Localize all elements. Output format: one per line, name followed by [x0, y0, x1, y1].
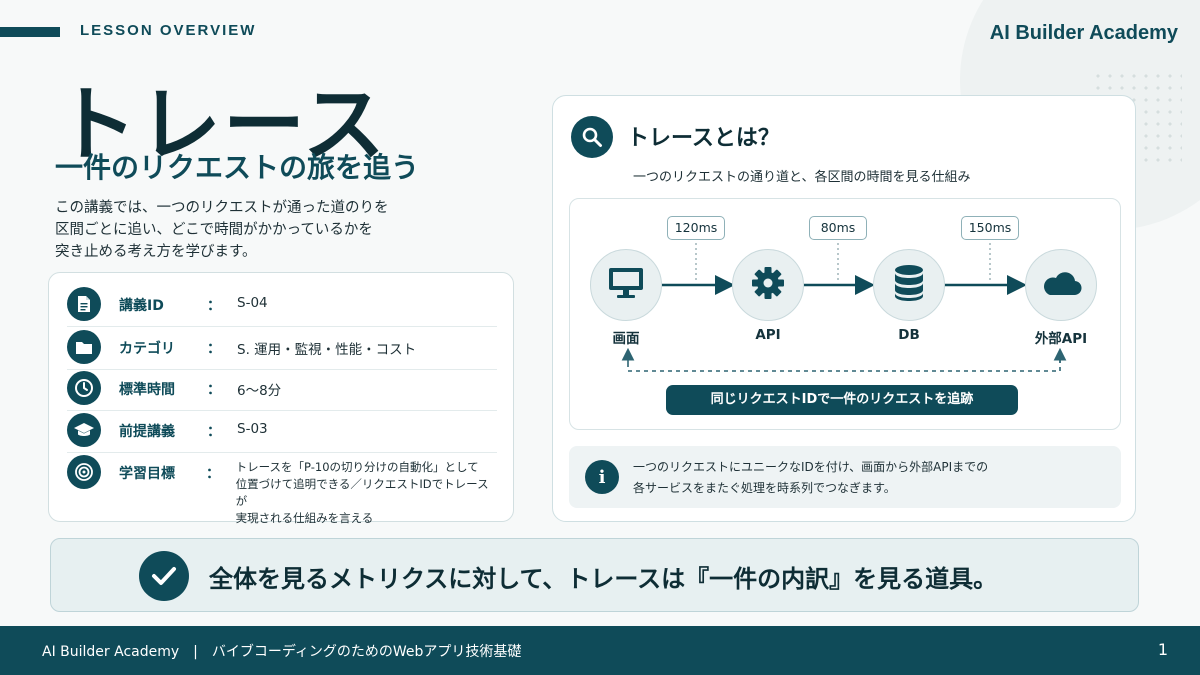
folder-icon — [67, 330, 101, 364]
checkmark-icon — [139, 551, 189, 601]
info-label: 前提講義 — [119, 424, 175, 440]
info-label: 標準時間 — [119, 382, 175, 398]
info-value: S-04 — [237, 295, 268, 311]
info-icon: i — [585, 460, 619, 494]
timing-badge: 120ms — [667, 216, 725, 240]
gear-icon — [750, 265, 786, 305]
document-icon — [67, 287, 101, 321]
info-value: 6〜8分 — [237, 383, 282, 399]
info-row-lesson-id: 講義ID ： S-04 — [67, 287, 497, 327]
node-external-api — [1025, 249, 1097, 321]
node-api — [732, 249, 804, 321]
info-row-objective: 学習目標 ： トレースを「P-10の切り分けの自動化」として 位置づけて追明でき… — [67, 455, 497, 525]
info-colon: ： — [207, 341, 221, 357]
panel-title: トレースとは？ — [627, 126, 780, 151]
info-note: i 一つのリクエストにユニークなIDを付け、画面から外部APIまでの 各サービス… — [569, 446, 1121, 508]
trace-id-label: 同じリクエストIDで一件のリクエストを追跡 — [666, 385, 1018, 415]
trace-flow-diagram: 120ms 80ms 150ms — [569, 198, 1121, 430]
info-row-duration: 標準時間 ： 6〜8分 — [67, 371, 497, 411]
node-screen — [590, 249, 662, 321]
key-message-banner: 全体を見るメトリクスに対して、トレースは『一件の内訳』を見る道具。 — [50, 538, 1139, 612]
info-value: S-03 — [237, 421, 268, 437]
timing-badge: 150ms — [961, 216, 1019, 240]
info-row-category: カテゴリ ： S. 運用・監視・性能・コスト — [67, 330, 497, 370]
page-subtitle: 一件のリクエストの旅を追う — [55, 151, 420, 184]
node-label-api: API — [755, 327, 781, 343]
accent-bar — [0, 27, 60, 37]
brand-name: AI Builder Academy — [989, 22, 1178, 44]
node-label-screen: 画面 — [612, 331, 640, 347]
clock-icon — [67, 371, 101, 405]
flow-connectors — [621, 243, 1067, 372]
lesson-info-card: 講義ID ： S-04 カテゴリ ： S. 運用・監視・性能・コスト 標準時間 … — [48, 272, 514, 525]
info-label: 学習目標 — [119, 466, 175, 482]
panel-subtitle: 一つのリクエストの通り道と、各区間の時間を見る仕組み — [633, 170, 971, 185]
node-label-db: DB — [898, 327, 920, 343]
info-label: 講義ID — [119, 298, 164, 314]
node-db — [873, 249, 945, 321]
info-label: カテゴリ — [119, 341, 175, 357]
trace-explainer-panel: トレースとは？ 一つのリクエストの通り道と、各区間の時間を見る仕組み 120ms — [552, 95, 1136, 522]
node-label-external-api: 外部API — [1034, 331, 1088, 347]
database-icon — [893, 264, 925, 306]
footer-text: AI Builder Academy | バイブコーディングのためのWebアプリ… — [42, 644, 522, 660]
info-colon: ： — [205, 466, 220, 482]
monitor-icon — [607, 266, 645, 304]
page-title: トレース — [55, 78, 387, 173]
section-label: LESSON OVERVIEW — [80, 22, 257, 39]
footer: AI Builder Academy | バイブコーディングのためのWebアプリ… — [0, 626, 1200, 675]
graduation-cap-icon — [67, 413, 101, 447]
target-icon — [67, 455, 101, 489]
info-row-prerequisite: 前提講義 ： S-03 — [67, 413, 497, 453]
search-icon — [571, 116, 613, 158]
note-text: 一つのリクエストにユニークなIDを付け、画面から外部APIまでの 各サービスをま… — [633, 460, 989, 495]
intro-text: この講義では、一つのリクエストが通った道のりを 区間ごとに追い、どこで時間がかか… — [55, 200, 389, 260]
cloud-icon — [1040, 269, 1082, 301]
info-colon: ： — [207, 382, 221, 398]
info-value: S. 運用・監視・性能・コスト — [237, 342, 417, 358]
page-number: 1 — [1157, 640, 1168, 659]
info-value: トレースを「P-10の切り分けの自動化」として 位置づけて追明できる／リクエスト… — [235, 460, 489, 525]
key-message: 全体を見るメトリクスに対して、トレースは『一件の内訳』を見る道具。 — [209, 565, 998, 593]
info-colon: ： — [207, 424, 221, 440]
info-colon: ： — [207, 298, 221, 314]
timing-badge: 80ms — [809, 216, 867, 240]
